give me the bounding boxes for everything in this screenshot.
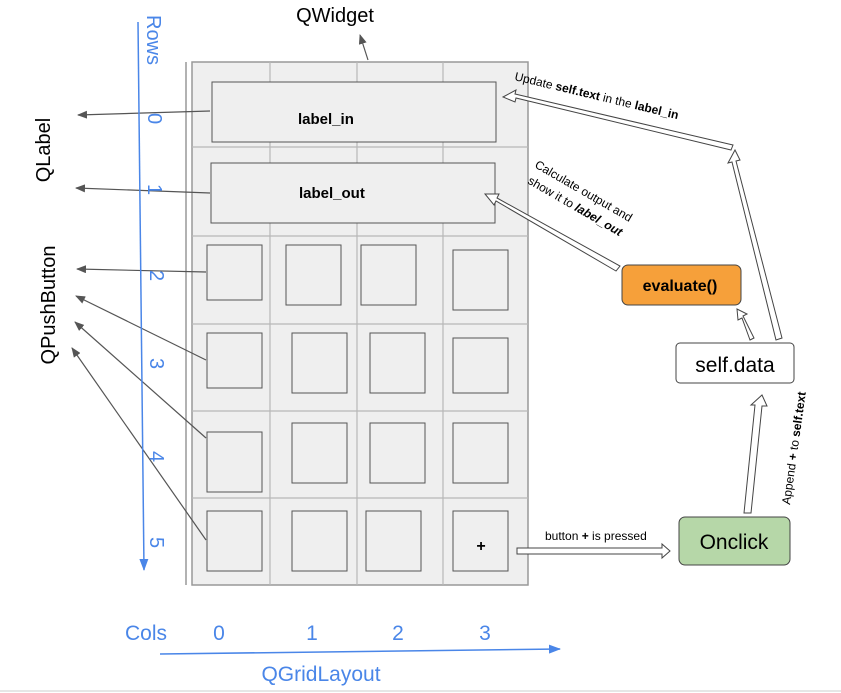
col-number: 0: [213, 622, 225, 645]
evaluate-to-label-out-arrow: [483, 193, 621, 272]
row-number: 2: [145, 270, 167, 281]
onclick-label: Onclick: [700, 531, 769, 554]
plus-button[interactable]: [452, 510, 509, 572]
grid-button[interactable]: [291, 422, 348, 484]
col-number: 1: [306, 622, 318, 645]
row-number: 0: [143, 113, 165, 124]
pressed-annotation: button + is pressed: [545, 529, 647, 543]
row-number: 1: [143, 184, 165, 195]
grid-button[interactable]: [291, 332, 348, 394]
grid-button[interactable]: [365, 510, 422, 572]
update-annotation-d: label_in: [633, 98, 680, 122]
button-grid: [206, 244, 509, 572]
label-out-box: [210, 162, 496, 224]
grid-button[interactable]: [452, 249, 509, 311]
label-out-text: label_out: [299, 185, 365, 202]
append-annotation-c: to: [786, 436, 802, 454]
self-data-box: [675, 342, 795, 384]
self-data-label: self.data: [695, 354, 775, 377]
row-number: 3: [145, 358, 167, 369]
grid-button[interactable]: [206, 244, 263, 301]
row-number: 5: [145, 537, 167, 548]
qwidget-title: QWidget: [296, 5, 374, 27]
qpushbutton-title: QPushButton: [38, 246, 60, 365]
update-annotation-b: self.text: [554, 79, 601, 103]
grid-button[interactable]: [285, 244, 342, 306]
append-arrow: [743, 394, 768, 514]
pressed-annotation-c: is pressed: [589, 529, 647, 543]
grid-button[interactable]: [452, 422, 509, 484]
row-numbers: 0 1 2 3 4 5: [143, 113, 167, 548]
append-annotation: Append + to self.text: [779, 391, 809, 506]
update-label-in-arrow: [501, 89, 734, 151]
rows-axis: [137, 21, 149, 571]
grid-button[interactable]: [360, 244, 417, 306]
row-number: 4: [145, 451, 167, 462]
append-annotation-b: +: [785, 452, 800, 461]
col-number: 3: [479, 622, 491, 645]
col-numbers: 0 1 2 3: [213, 622, 491, 645]
label-in-text: label_in: [298, 111, 354, 128]
grid-lines: [192, 62, 528, 585]
onclick-box: [678, 516, 791, 566]
append-annotation-a: Append: [779, 459, 799, 505]
grid-button[interactable]: [206, 510, 263, 572]
update-annotation-c: in the: [598, 90, 636, 112]
grid-button[interactable]: [369, 422, 426, 484]
flow-arrows: [483, 89, 783, 560]
grid-button[interactable]: [452, 337, 509, 394]
evaluate-label: evaluate(): [643, 278, 718, 295]
cols-axis: [159, 644, 561, 655]
cols-axis-title: Cols: [125, 622, 167, 645]
pressed-annotation-a: button: [545, 529, 582, 543]
grid-button[interactable]: [206, 332, 263, 389]
grid-button[interactable]: [206, 431, 263, 493]
qwidget-arrow: [358, 34, 369, 61]
self-data-to-label-in-arrow: [727, 148, 783, 341]
label-in-box: [211, 81, 497, 143]
qlabel-title: QLabel: [33, 118, 55, 183]
grid-button[interactable]: [369, 332, 426, 394]
plus-button-label: +: [476, 538, 485, 555]
qgridlayout-title: QGridLayout: [261, 663, 380, 686]
grid-button[interactable]: [291, 510, 348, 572]
evaluate-box: [621, 264, 742, 306]
self-data-to-evaluate-arrow: [736, 308, 755, 341]
rows-axis-title: Rows: [142, 15, 164, 65]
pressed-arrow: [516, 542, 671, 560]
pressed-annotation-b: +: [582, 529, 589, 543]
col-number: 2: [392, 622, 404, 645]
append-annotation-d: self.text: [789, 391, 809, 438]
